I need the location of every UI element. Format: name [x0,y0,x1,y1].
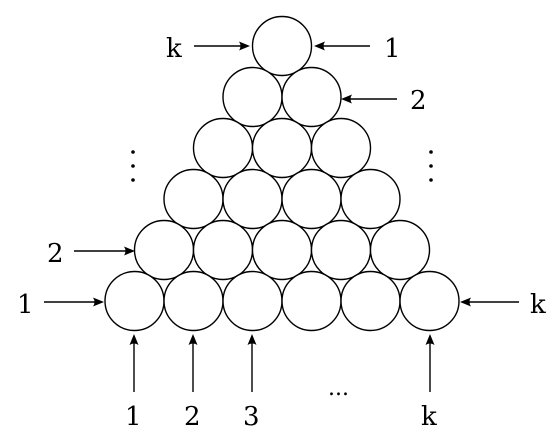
circle-row3-col2 [251,117,313,179]
arrow-top-left [194,41,250,51]
label-bottom-k: k [421,402,437,432]
circle-row3-col3 [310,117,372,179]
circles-layer [104,15,460,332]
circle-row4-col2 [222,168,283,230]
label-row2-right: 2 [410,86,427,116]
circle-row5-col2 [192,219,254,281]
arrows-layer [44,41,519,392]
label-top-right: 1 [384,34,401,64]
circle-row5-col5 [369,219,431,281]
label-row6-right: k [530,290,546,320]
arrow-bottom-2 [188,334,198,392]
label-row6-left: 1 [17,290,34,320]
circle-row3-col1 [192,117,254,179]
circle-row6-col5 [340,270,401,332]
circle-row2-col2 [281,66,342,128]
arrow-row6-right [460,297,519,307]
circle-row5-col4 [310,219,372,281]
label-row5-left: 2 [47,239,64,269]
circle-row6-col4 [281,270,342,332]
label-top-left: k [166,34,182,64]
circle-row1-col1 [251,15,313,77]
circle-row4-col3 [281,168,342,230]
right-vertical-ellipsis [429,150,433,182]
arrow-top-right [314,41,370,51]
left-vertical-ellipsis [131,150,135,182]
circle-row6-col2 [163,270,224,332]
circle-row4-col4 [340,168,401,230]
arrow-bottom-3 [247,334,257,392]
label-bottom-1: 1 [125,402,142,432]
circle-row6-col6 [399,270,460,332]
label-bottom-2: 2 [184,402,201,432]
label-bottom-ellipsis: ... [328,376,349,401]
arrow-row5-left [74,246,135,256]
label-bottom-3: 3 [243,402,260,432]
circle-row4-col1 [163,168,224,230]
circle-row6-col1 [104,270,165,332]
arrow-bottom-1 [129,334,139,392]
arrow-row2-right [341,94,397,104]
circle-row6-col3 [222,270,283,332]
arrow-row6-left [44,297,104,307]
arrow-bottom-k [425,334,435,392]
circle-row5-col1 [133,219,195,281]
circle-row5-col3 [251,219,313,281]
circle-row2-col1 [222,66,283,128]
